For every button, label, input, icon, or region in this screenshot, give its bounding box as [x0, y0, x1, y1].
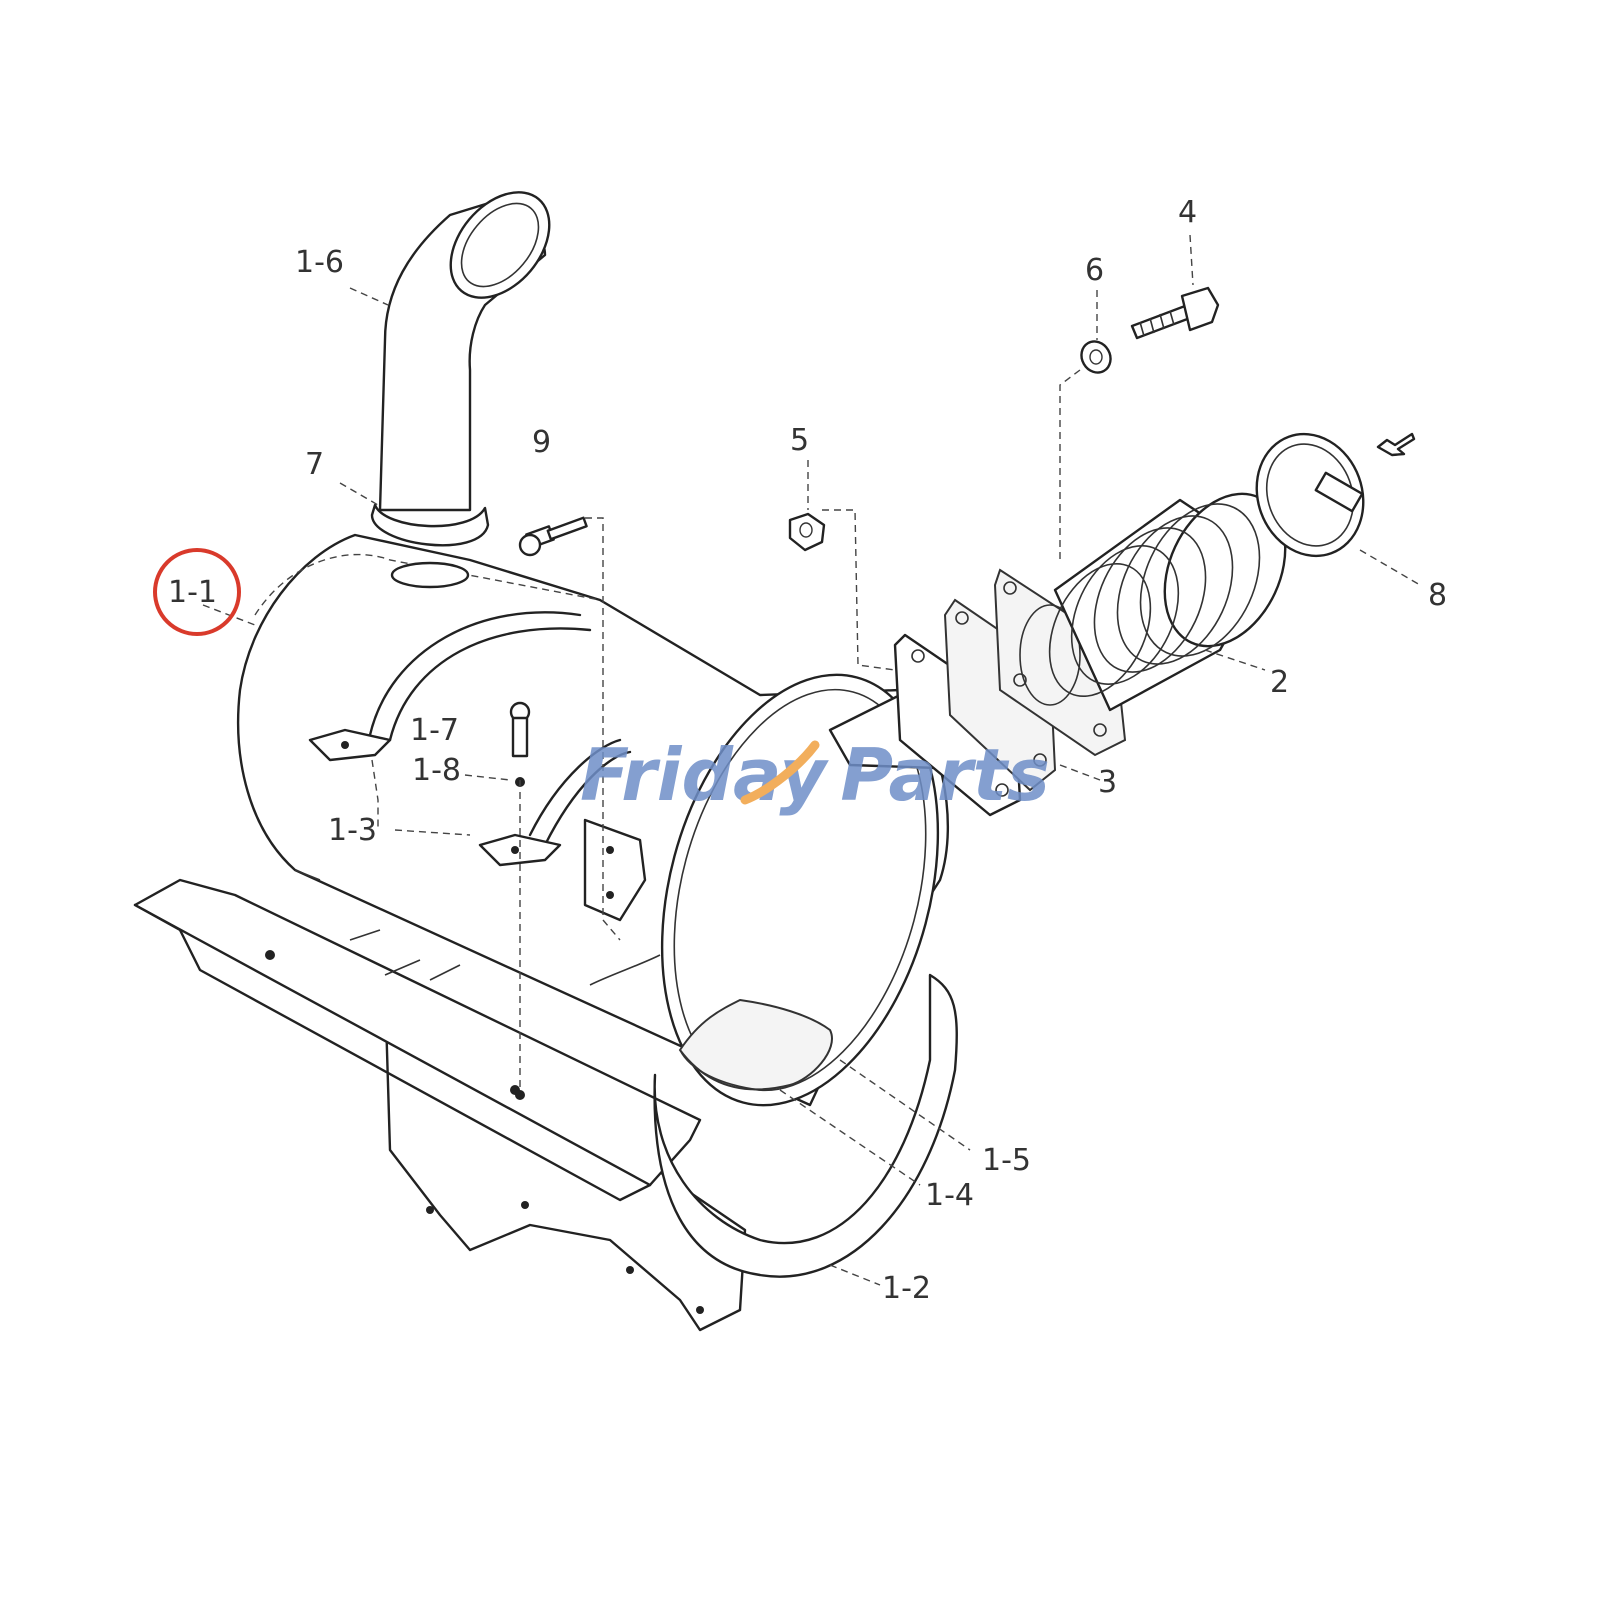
watermark-swoosh [740, 740, 820, 805]
label-5: 5 [790, 423, 809, 458]
part-labels: 1-1 1-2 1-3 1-4 1-5 1-6 1-7 1-8 2 3 4 5 … [168, 195, 1447, 1306]
label-1-8: 1-8 [412, 753, 461, 788]
mounting-bracket [133, 878, 747, 1332]
label-1-5: 1-5 [982, 1143, 1031, 1178]
watermark-text-parts: Parts [840, 733, 1050, 817]
label-1-2: 1-2 [882, 1271, 931, 1306]
label-1-7: 1-7 [410, 713, 459, 748]
inlet-assembly [828, 568, 1127, 817]
small-bolt [518, 516, 621, 941]
lower-clamp [653, 973, 958, 1278]
label-9: 9 [532, 425, 551, 460]
label-2: 2 [1270, 665, 1289, 700]
label-3: 3 [1098, 765, 1117, 800]
label-1-1: 1-1 [168, 575, 217, 610]
label-6: 6 [1085, 253, 1104, 288]
label-1-3: 1-3 [328, 813, 377, 848]
muffler-body [236, 533, 950, 1107]
flange-nut [788, 512, 826, 552]
exhaust-pipe [370, 191, 551, 589]
hose-clamp [1255, 432, 1365, 558]
flange-washer [1080, 340, 1112, 374]
mounting-straps [308, 611, 632, 867]
highlight-circle [153, 548, 241, 636]
flange-bolt [1130, 286, 1220, 340]
flex-bellows [1048, 492, 1287, 712]
label-1-6: 1-6 [295, 245, 344, 280]
label-7: 7 [305, 447, 324, 482]
label-4: 4 [1178, 195, 1197, 230]
strap-bolt [509, 701, 531, 1100]
label-8: 8 [1428, 578, 1447, 613]
leader-lines [202, 234, 1421, 1286]
direction-arrow-icon [1376, 432, 1416, 457]
label-1-4: 1-4 [925, 1178, 974, 1213]
